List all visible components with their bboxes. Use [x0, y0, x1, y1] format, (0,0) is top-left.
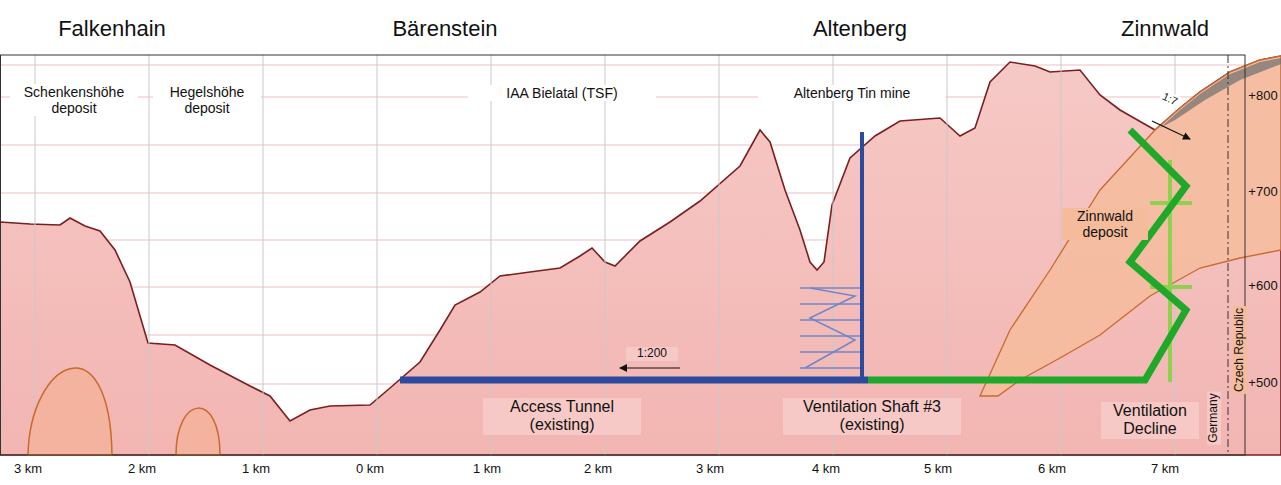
axis-tick-label: 1 km: [462, 462, 512, 477]
hegelshoehe-deposit: [176, 408, 220, 455]
ventilation-shaft: [860, 132, 864, 380]
place-name: Bärenstein: [365, 16, 525, 41]
decline-label: Ventilation Decline: [1101, 402, 1199, 439]
axis-tick-label: 3 km: [3, 462, 53, 477]
gradient-arrow: [620, 367, 680, 368]
old-mine-levels: [800, 288, 862, 368]
gradient-label: 1:7: [1159, 89, 1182, 109]
axis-tick-label: 2 km: [117, 462, 167, 477]
ventilation-decline: [868, 130, 1186, 380]
schenkenshoehe-deposit: [28, 368, 112, 455]
axis-tick-label: 0 km: [345, 462, 395, 477]
elevation-label: +600: [1245, 279, 1281, 294]
surface-waste: [1160, 58, 1281, 128]
tunnel-label: Access Tunnel (existing): [483, 398, 641, 435]
elevation-label: +500: [1245, 376, 1281, 391]
axis-tick-label: 2 km: [573, 462, 623, 477]
plot-frame: [1, 55, 1246, 455]
state-border: [1228, 55, 1229, 455]
country-label: Germany: [1207, 391, 1221, 444]
site-label: Altenberg Tin mine: [758, 85, 946, 101]
elevation-label: +800: [1245, 89, 1281, 104]
axis-tick-label: 4 km: [801, 462, 851, 477]
axis-tick-label: 5 km: [913, 462, 963, 477]
country-label: Czech Republic: [1233, 306, 1247, 394]
place-name: Zinnwald: [1095, 16, 1235, 41]
elevation-label: +700: [1245, 185, 1281, 200]
vertical-gridlines: [35, 55, 1175, 455]
deposit-label: Schenkenshöhe deposit: [10, 84, 138, 116]
zinnwald-deposit-body: [980, 56, 1281, 396]
gradient-label: 1:200: [626, 347, 678, 361]
access-tunnel: [400, 377, 868, 384]
gradient-arrow: [1152, 121, 1190, 139]
terrain: [0, 56, 1281, 455]
axis-tick-label: 7 km: [1140, 462, 1190, 477]
place-name: Falkenhain: [32, 16, 192, 41]
axis-tick-label: 3 km: [685, 462, 735, 477]
deposit-label: Hegelshöhe deposit: [153, 84, 261, 116]
axis-tick-label: 1 km: [231, 462, 281, 477]
axis-tick-label: 6 km: [1027, 462, 1077, 477]
deposit-label: Zinnwald deposit: [1062, 208, 1148, 240]
shaft-label: Ventilation Shaft #3 (existing): [783, 398, 961, 435]
zinnwald-levels: [1150, 160, 1192, 382]
place-name: Altenberg: [780, 16, 940, 41]
site-label: IAA Bielatal (TSF): [468, 85, 656, 101]
